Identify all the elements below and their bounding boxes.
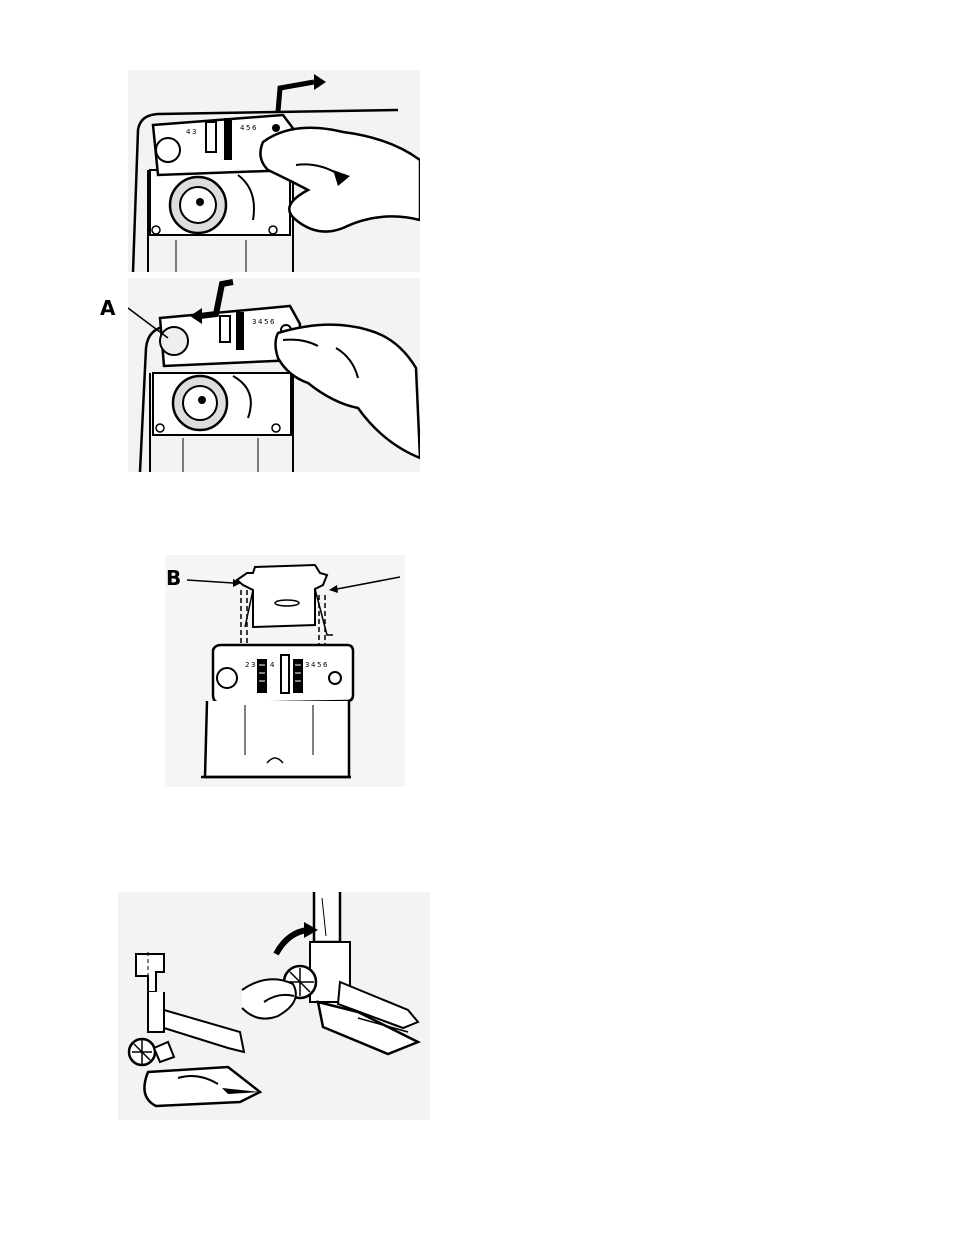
figure-replace-needle-plate: 3 4 5 6 [128,278,420,472]
svg-text:4: 4 [270,661,275,669]
needle-plate-replace-illustration: 3 4 5 6 [128,278,420,472]
figure-remove-needle-plate: 4 3 4 5 6 [128,70,420,272]
svg-text:2: 2 [245,661,249,669]
svg-text:4: 4 [311,661,316,669]
svg-text:3: 3 [251,661,255,669]
svg-text:3: 3 [192,128,196,136]
svg-text:5: 5 [264,318,268,326]
svg-text:6: 6 [270,318,275,326]
needle-plate-removal-illustration: 4 3 4 5 6 [128,70,420,272]
svg-text:5: 5 [317,661,321,669]
figure-change-presser-foot [118,892,430,1120]
svg-text:4: 4 [186,128,191,136]
plate-scale-numbers: 3 4 5 6 [252,318,275,326]
svg-text:3: 3 [305,661,309,669]
callout-label-a: A [100,298,115,318]
svg-text:6: 6 [252,124,257,132]
svg-text:4: 4 [240,124,245,132]
callout-label-b: B [166,568,181,588]
svg-text:4: 4 [258,318,263,326]
feed-cover-plate-illustration: 2 3 4 3 4 5 6 [165,555,405,787]
figure-attach-feed-cover-plate: 2 3 4 3 4 5 6 [165,555,405,787]
svg-text:3: 3 [252,318,256,326]
svg-text:6: 6 [323,661,328,669]
presser-foot-illustration [118,892,430,1120]
feed-dogs [257,655,303,693]
thumb-screw [129,1039,155,1065]
svg-text:5: 5 [246,124,250,132]
